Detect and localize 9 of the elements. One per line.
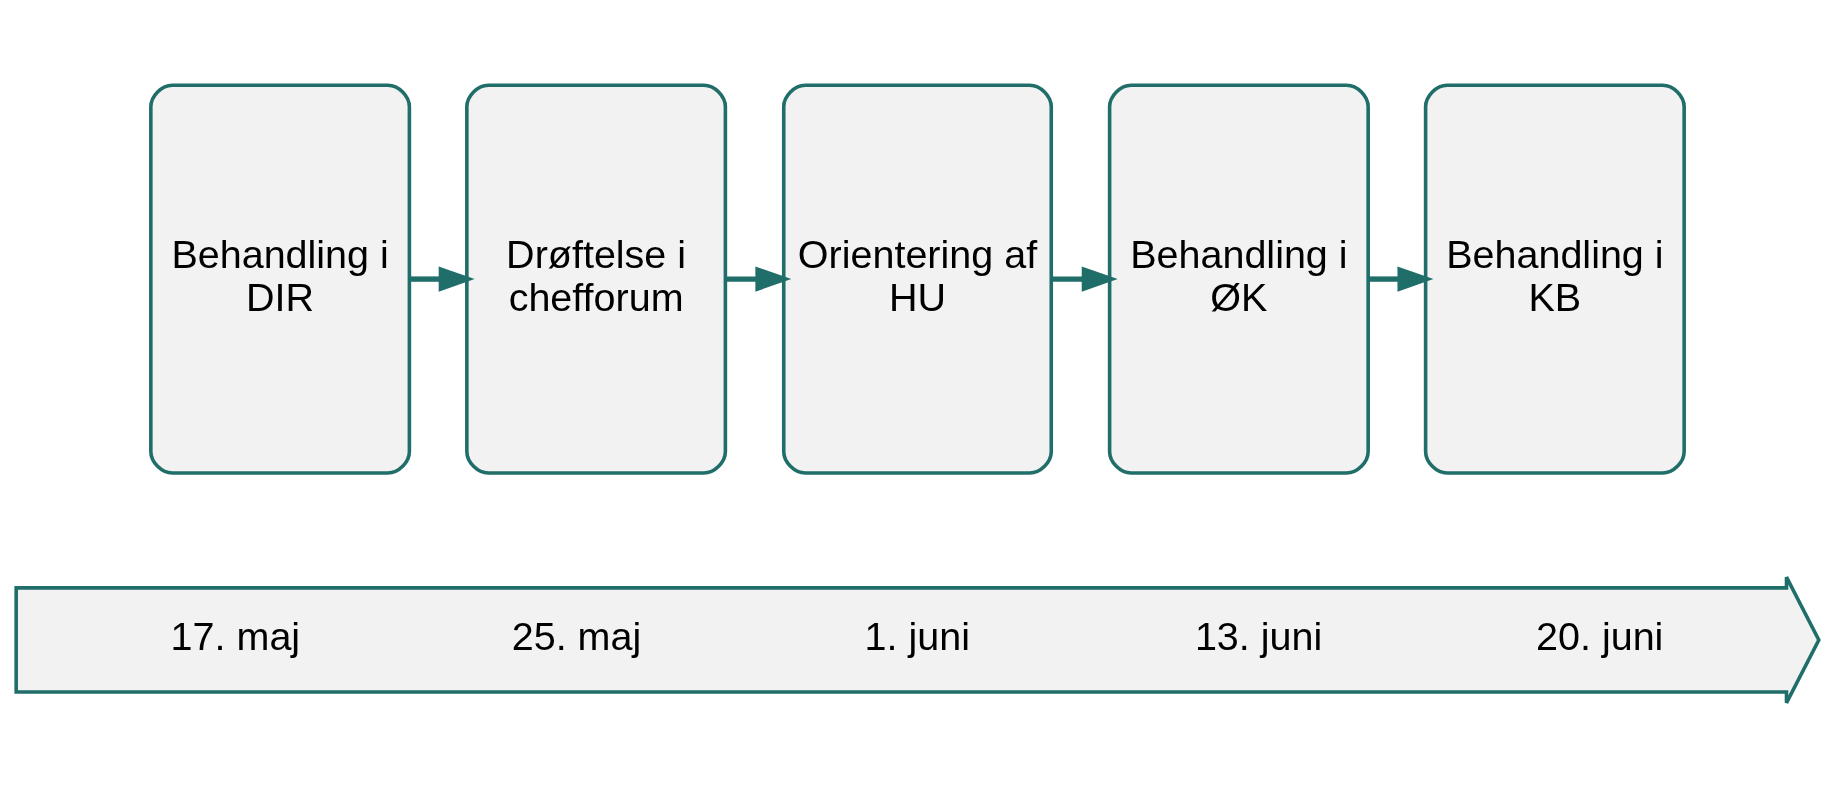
arrow xyxy=(1368,266,1434,292)
arrow xyxy=(409,266,475,292)
node-box: Drøftelse i chefforum xyxy=(465,83,728,475)
node-box: Orientering af HU xyxy=(781,83,1054,475)
node-box: Behandling i ØK xyxy=(1107,83,1370,475)
arrow xyxy=(725,266,792,292)
node-box: Behandling i DIR xyxy=(149,83,412,475)
node-box: Behandling i KB xyxy=(1423,83,1686,475)
arrow xyxy=(1051,266,1118,292)
